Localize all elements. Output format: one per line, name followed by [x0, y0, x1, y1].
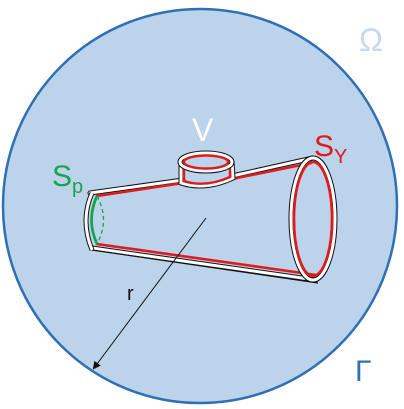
tube-gap — [88, 156, 318, 282]
outlet-gap — [289, 156, 337, 282]
label-gamma: Γ — [355, 355, 372, 388]
chamber-walls-gap — [179, 160, 235, 188]
label-omega: Ω — [359, 22, 383, 58]
outlet-s-y — [292, 160, 334, 278]
label-s-p: Sp — [52, 160, 83, 198]
chamber-top-gap — [178, 151, 234, 173]
tube-body — [87, 155, 319, 284]
tube-lower-edge — [91, 249, 319, 284]
chamber-top-red — [182, 154, 230, 170]
chamber-v — [177, 150, 236, 189]
inlet-gap — [84, 192, 94, 251]
label-s-p-main: S — [52, 160, 72, 193]
label-s-y: SY — [314, 130, 347, 168]
label-s-y-main: S — [314, 130, 334, 163]
domain-omega — [1, 7, 399, 405]
inlet-green-dashed — [96, 195, 105, 245]
chamber-walls-red — [182, 163, 232, 185]
label-s-y-sub: Y — [334, 146, 347, 168]
inlet-s-p — [83, 191, 105, 251]
radius-line — [92, 217, 207, 370]
wall-s-y — [95, 161, 318, 277]
label-volume: V — [192, 112, 214, 148]
label-s-p-sub: p — [72, 176, 83, 198]
label-radius: r — [127, 283, 134, 305]
inlet-green-solid — [90, 195, 99, 245]
